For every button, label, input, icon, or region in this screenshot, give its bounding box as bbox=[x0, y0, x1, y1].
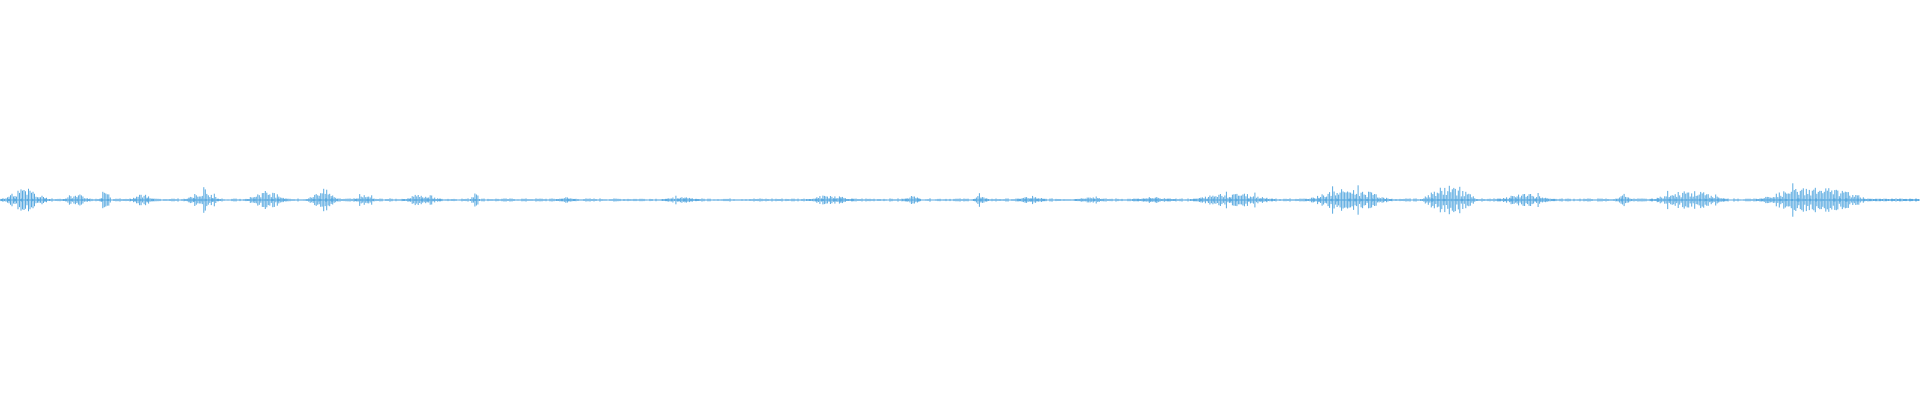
waveform-peaks bbox=[0, 183, 1919, 217]
